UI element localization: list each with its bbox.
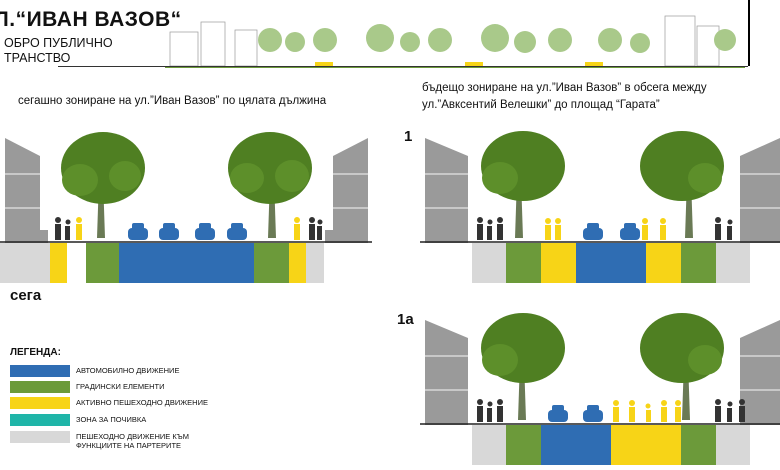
zone-yellow [541,243,576,283]
zone-grey [716,243,750,283]
tree-left [481,313,565,420]
pedestrian-yellow-right [642,218,666,240]
zone-green [254,243,289,283]
zone-green [506,243,541,283]
zone-grey [0,243,50,283]
legend-label: АВТОМОБИЛНО ДВИЖЕНИЕ [76,366,180,375]
pedestrian-group-right [715,399,745,422]
legend-label-line-1: ПЕШЕХОДНО ДВИЖЕНИЕ КЪМ [76,432,189,441]
pedestrian-group-right [309,217,323,240]
cars [128,223,247,240]
building-right [740,320,780,425]
zone-yellow [50,243,67,283]
caption-future: бъдещо зониране на ул.”Иван Вазов” в обс… [422,80,707,114]
zone-green [681,243,716,283]
zone-car [119,243,254,283]
zone-green [681,425,716,465]
zone-green [86,243,119,283]
zone-grey [716,425,750,465]
zone-yellow [611,425,681,465]
header-tree-canopies [258,24,736,53]
label-option-1a: 1а [397,311,414,328]
legend-label: ЗОНА ЗА ПОЧИВКА [76,415,147,424]
tree-right [640,313,724,420]
section-current [0,132,372,283]
legend-label: ПЕШЕХОДНО ДВИЖЕНИЕ КЪМ ФУНКЦИИТЕ НА ПАРТ… [76,432,189,450]
legend-swatch [10,365,70,377]
cars [548,405,603,422]
building-right [325,138,368,243]
zone-grey [306,243,324,283]
zone-car [576,243,646,283]
zone-white [67,243,86,283]
caption-future-line-1: бъдещо зониране на ул.”Иван Вазов” в обс… [422,82,707,94]
legend-swatch [10,414,70,426]
building-left [425,138,468,243]
tree-left [61,132,145,238]
tree-left [481,131,565,238]
zone-yellow [646,243,681,283]
zone-yellow [289,243,306,283]
header-streetscape-strip [165,15,745,68]
zone-green [506,425,541,465]
zoning-bar [0,243,324,283]
caption-future-line-2: ул.”Авксентий Велешки” до площад “Гарата… [422,99,660,111]
zoning-bar [472,425,750,465]
header-right-edge [748,0,750,66]
subtitle-line-1: ОБРО ПУБЛИЧНО [4,36,113,50]
building-left [5,138,48,243]
legend-swatch [10,397,70,409]
header-yellow-strips [315,62,603,66]
pedestrian-yellow-group [613,400,681,422]
zoning-bar [472,243,750,283]
legend-swatch [10,381,70,393]
pedestrian-group-left [477,217,503,240]
pedestrian-yellow-right [294,217,300,240]
pedestrian-yellow-left [545,218,561,240]
zone-car [541,425,611,465]
pedestrian-group-left [477,399,503,422]
legend-label: ГРАДИНСКИ ЕЛЕМЕНТИ [76,382,165,391]
legend-label-line-2: ФУНКЦИИТЕ НА ПАРТЕРИТЕ [76,441,182,450]
pedestrian-group-left [55,217,71,240]
building-left [425,320,468,425]
tree-right [228,132,312,238]
page-title: Л.“ИВАН ВАЗОВ“ [0,8,182,31]
pedestrian-group-right [715,217,733,240]
caption-current: сегашно зониране на ул.”Иван Вазов” по ц… [18,95,327,107]
tree-right [640,131,724,238]
legend-swatch [10,431,70,443]
cars [583,223,640,240]
label-option-1: 1 [404,128,413,145]
section-option-1 [420,131,780,283]
header-ground-strip [165,66,745,68]
zone-grey [472,425,506,465]
subtitle-line-2: ТРАНСТВО [4,51,71,65]
page-subtitle: ОБРО ПУБЛИЧНО ТРАНСТВО [4,36,113,66]
label-now: сега [10,287,42,304]
pedestrian-yellow-left [76,217,82,240]
header-divider [58,66,748,67]
building-right [740,138,780,243]
section-option-1a [420,313,780,465]
legend-label: АКТИВНО ПЕШЕХОДНО ДВИЖЕНИЕ [76,398,208,407]
legend-title: ЛЕГЕНДА: [10,347,61,358]
zone-grey [472,243,506,283]
